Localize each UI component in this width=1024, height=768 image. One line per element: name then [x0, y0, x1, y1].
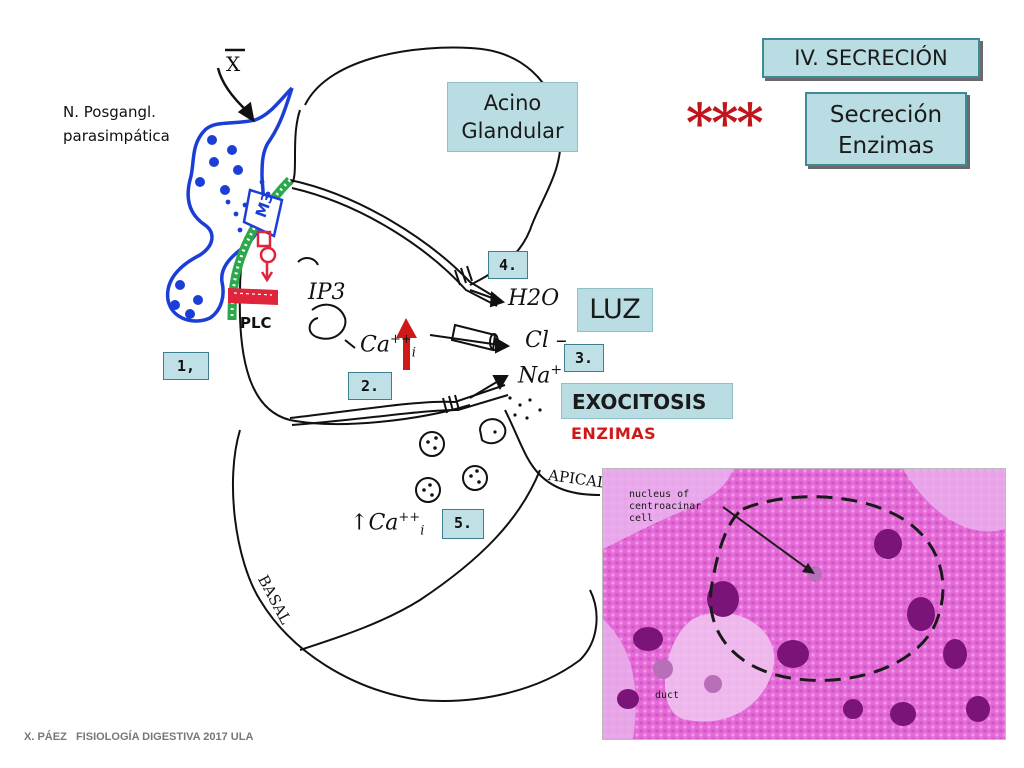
na-label: Na+: [518, 362, 562, 388]
na-superscript: +: [550, 362, 563, 378]
ca-superscript: ++: [389, 332, 412, 347]
acino-label: Acino Glandular: [447, 82, 578, 152]
nerve-label: N. Posgangl. parasimpática: [63, 100, 170, 148]
tight-junction-lower: [289, 384, 506, 419]
granule: [415, 477, 441, 503]
footer: X. PÁEZ FISIOLOGÍA DIGESTIVA 2017 ULA: [24, 731, 254, 743]
lower-cell-apical: [504, 409, 601, 496]
acino-line-1: Acino: [483, 91, 542, 115]
acinus-outline: [709, 495, 945, 682]
micrograph-nucleus-label: nucleus of centroacinar cell: [629, 489, 702, 524]
slide-title: IV. SECRECIÓN: [762, 38, 980, 78]
cl-channel: [450, 323, 499, 352]
step-1: 1,: [163, 352, 209, 380]
step-5: 5.: [442, 509, 484, 539]
tight-junction-upper: [289, 179, 501, 301]
ca-text: Ca: [360, 332, 390, 358]
ca-text-2: Ca: [368, 510, 399, 536]
ca-superscript-2: ++: [398, 510, 421, 525]
enzimas-label: ENZIMAS: [571, 424, 657, 443]
g-protein: [256, 230, 277, 283]
nerve-input-arrow: [216, 48, 255, 123]
ip3-path: [297, 257, 356, 349]
ip3-label: IP3: [308, 280, 346, 305]
granule: [462, 465, 488, 491]
ca-increase-arrow: [396, 318, 417, 370]
cl-label: Cl –: [525, 328, 567, 353]
granule: [419, 431, 445, 457]
secretion-arrows: [429, 289, 511, 399]
h2o-label: H2O: [508, 286, 560, 311]
nerve-label-line-1: N. Posgangl.: [63, 103, 156, 121]
step-3: 3.: [564, 344, 604, 372]
ca-subscript-2: i: [420, 523, 425, 539]
histology-micrograph: nucleus of centroacinar cell duct: [602, 468, 1006, 740]
nerve-letter: X: [226, 52, 241, 76]
granule-fusing: [478, 418, 507, 445]
luz-label: LUZ: [577, 288, 653, 332]
ca-label-2: ↑Ca++i: [350, 510, 425, 539]
ca-subscript: i: [411, 345, 416, 361]
micrograph-duct-label: duct: [655, 690, 680, 701]
exocitosis-label: EXOCITOSIS: [561, 383, 733, 419]
acino-line-2: Glandular: [461, 119, 564, 143]
junction-knot-lower: [442, 394, 460, 414]
step-2: 2.: [348, 372, 392, 400]
lower-cell-outline: [232, 429, 598, 702]
cl-text: Cl: [525, 328, 549, 353]
granule-dots: [422, 396, 542, 497]
subtitle-line-2: Enzimas: [837, 133, 935, 159]
plc-label: PLC: [240, 314, 272, 332]
subtitle-line-1: Secreción: [829, 102, 943, 128]
junction-knot-upper: [454, 265, 473, 286]
plc-enzyme: [228, 288, 278, 305]
micrograph-image: [603, 469, 1005, 739]
slide-title-text: IV. SECRECIÓN: [794, 46, 948, 70]
na-text: Na: [518, 363, 551, 389]
ca-label-1: Ca++i: [360, 332, 416, 361]
ip3-text: IP3: [308, 280, 346, 305]
nerve-label-line-2: parasimpática: [63, 127, 170, 145]
stars-decoration: ***: [686, 93, 764, 154]
lower-cell-divider: [299, 469, 541, 651]
granules: [415, 418, 507, 503]
step-4: 4.: [488, 251, 528, 279]
m3-receptor: [242, 188, 284, 238]
subtitle-box: Secreción Enzimas: [805, 92, 967, 166]
